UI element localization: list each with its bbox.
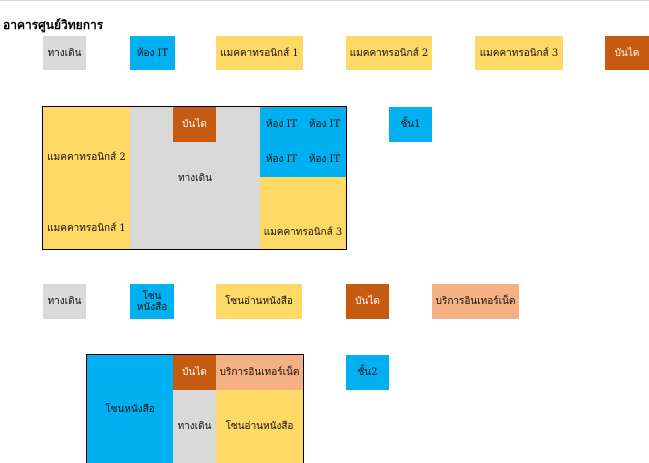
floor1-mac1: แมคคาทรอนิกส์ 1 (43, 207, 130, 249)
top-divider (0, 0, 649, 1)
legend-internet: บริการอินเทอร์เน็ต (432, 284, 519, 319)
legend-stairs: บันได (605, 36, 649, 70)
floor1-it-room-a: ห้อง IT (265, 119, 298, 130)
floor1-mac2: แมคคาทรอนิกส์ 2 (43, 107, 130, 207)
legend-mac3: แมคคาทรอนิกส์ 3 (475, 36, 563, 70)
floor1-it-block (260, 107, 346, 177)
floor1-label: ชั้น1 (389, 107, 432, 142)
floor1-outline (42, 106, 347, 250)
legend-walkway-2: ทางเดิน (43, 284, 86, 319)
floor1-it-room-b: ห้อง IT (308, 119, 341, 130)
floor2-internet: บริการอินเทอร์เน็ต (216, 355, 303, 390)
floor2-book-zone: โซนหนังสือ (87, 355, 173, 463)
floor2-reading-zone: โซนอ่านหนังสือ (216, 390, 303, 463)
legend-book-zone: โซนหนังสือ (130, 284, 174, 319)
legend-mac2: แมคคาทรอนิกส์ 2 (346, 36, 432, 70)
floor1-stairs: บันได (173, 107, 216, 142)
floor2-label: ชั้น2 (346, 355, 389, 390)
legend-it-room: ห้อง IT (130, 36, 175, 70)
floor2-walkway: ทางเดิน (173, 390, 216, 463)
floor1-mac3: แมคคาทรอนิกส์ 3 (260, 177, 346, 249)
floor1-it-room-c: ห้อง IT (265, 154, 298, 165)
legend-mac1: แมคคาทรอนิกส์ 1 (216, 36, 303, 70)
floor2-stairs: บันได (173, 355, 216, 390)
legend-reading-zone: โซนอ่านหนังสือ (216, 284, 302, 319)
page-title: อาคารศูนย์วิทยการ (3, 18, 104, 32)
legend-walkway: ทางเดิน (43, 36, 86, 70)
legend-stairs-2: บันได (346, 284, 389, 319)
floor2-outline (86, 354, 304, 463)
floor1-it-room-d: ห้อง IT (308, 154, 341, 165)
